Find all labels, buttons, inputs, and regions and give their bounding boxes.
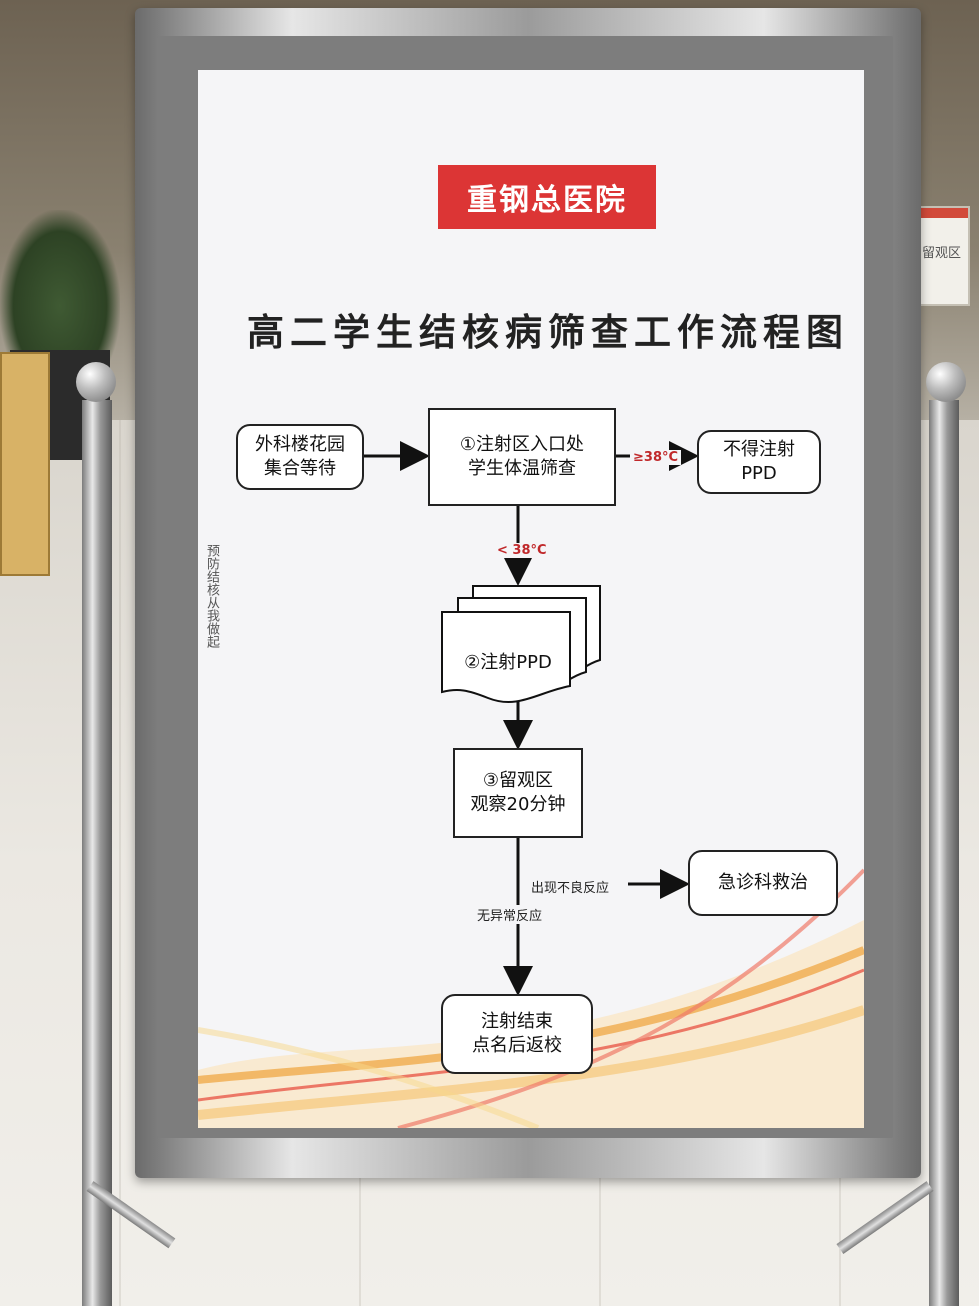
node-gather: 外科楼花园 集合等待: [236, 424, 364, 490]
node-gather-line2: 集合等待: [264, 458, 336, 479]
node-gather-line1: 外科楼花园: [255, 434, 345, 455]
stand-knob-right: [926, 362, 966, 402]
background-sign-text: 留观区: [922, 246, 962, 261]
node-emergency-label: 急诊科救治: [718, 872, 808, 893]
node-return-line1: 注射结束: [481, 1011, 553, 1032]
node-inject-label: ②注射PPD: [464, 652, 552, 673]
node-check-line1: ①注射区入口处: [459, 434, 585, 455]
node-noinject-text: 不得注射 PPD: [723, 438, 795, 486]
node-noinject-line2: PPD: [741, 463, 777, 484]
yellow-board: [0, 352, 50, 576]
node-check-text: ①注射区入口处 学生体温筛查: [460, 433, 584, 481]
node-check-line2: 学生体温筛查: [467, 458, 576, 479]
node-observe-text: ③留观区 观察20分钟: [471, 769, 566, 817]
hospital-logo: 重钢总医院: [438, 165, 656, 229]
node-no-inject: 不得注射 PPD: [697, 430, 821, 494]
poster: 重钢总医院 高二学生结核病筛查工作流程图 预防结核从我做起 外科楼花园 集合等待…: [198, 70, 864, 1128]
background-sign: 留观区: [916, 206, 970, 306]
condition-adverse: 出现不良反应: [528, 877, 613, 896]
stand-pole-left: [82, 400, 112, 1306]
node-noinject-line1: 不得注射: [723, 439, 795, 460]
stand-knob-left: [76, 362, 116, 402]
node-observe: ③留观区 观察20分钟: [453, 748, 583, 838]
node-observe-line2: 观察20分钟: [470, 794, 566, 815]
condition-lt38: < 38°C: [494, 543, 550, 558]
node-return-text: 注射结束 点名后返校: [472, 1010, 562, 1058]
node-temperature-check: ①注射区入口处 学生体温筛查: [428, 408, 616, 506]
condition-ge38: ≥38°C: [630, 450, 682, 465]
poster-title: 高二学生结核病筛查工作流程图: [247, 311, 849, 354]
side-slogan: 预防结核从我做起: [204, 544, 219, 648]
node-return-line2: 点名后返校: [472, 1035, 562, 1056]
node-return: 注射结束 点名后返校: [441, 994, 593, 1074]
node-emergency: 急诊科救治: [688, 850, 838, 916]
stand-pole-right: [929, 400, 959, 1306]
condition-normal: 无异常反应: [474, 905, 546, 924]
node-observe-line1: ③留观区: [482, 770, 554, 791]
node-gather-text: 外科楼花园 集合等待: [255, 433, 345, 481]
sign-stripe: [918, 208, 968, 218]
potted-plant: [0, 210, 120, 370]
